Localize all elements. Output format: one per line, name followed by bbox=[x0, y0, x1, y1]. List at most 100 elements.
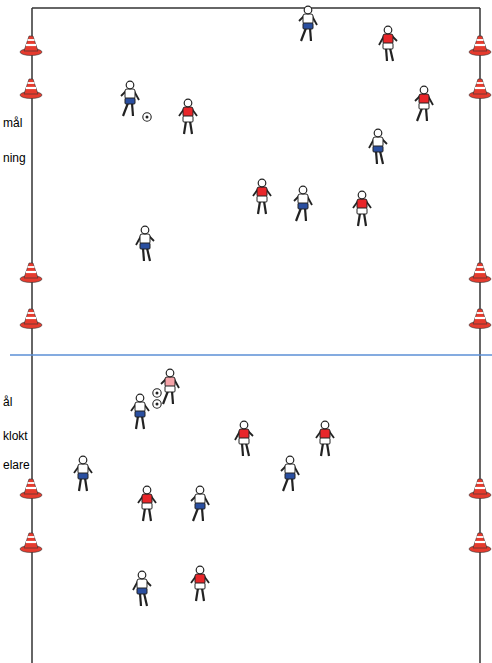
leg bbox=[132, 103, 133, 116]
leg bbox=[123, 103, 128, 116]
leg bbox=[258, 201, 260, 214]
cone-body bbox=[473, 36, 487, 51]
player bbox=[131, 394, 149, 429]
shorts bbox=[257, 196, 267, 202]
head bbox=[138, 571, 146, 579]
pitch-lines bbox=[32, 8, 480, 663]
shorts bbox=[298, 203, 308, 209]
cone bbox=[469, 79, 491, 99]
player bbox=[353, 191, 371, 226]
players bbox=[74, 6, 433, 606]
shorts bbox=[125, 98, 135, 104]
leg bbox=[202, 588, 204, 601]
leg bbox=[196, 588, 198, 601]
leg bbox=[144, 593, 147, 606]
player bbox=[379, 26, 397, 61]
cone-stripe bbox=[477, 39, 484, 41]
leg bbox=[305, 208, 306, 221]
leg bbox=[184, 121, 186, 134]
player bbox=[138, 486, 156, 521]
shorts bbox=[303, 23, 313, 29]
leg bbox=[386, 48, 387, 61]
cone-stripe bbox=[475, 271, 485, 273]
shorts bbox=[137, 588, 147, 594]
cone-stripe bbox=[28, 482, 35, 484]
head bbox=[143, 486, 151, 494]
leg bbox=[310, 28, 311, 41]
head bbox=[384, 26, 392, 34]
cone-body bbox=[24, 36, 38, 51]
cone bbox=[20, 263, 42, 283]
side-note: elare bbox=[2, 458, 31, 472]
cone-stripe bbox=[475, 487, 485, 489]
cone-stripe bbox=[475, 87, 485, 89]
head bbox=[196, 486, 204, 494]
ball bbox=[153, 389, 161, 397]
shorts bbox=[239, 438, 249, 444]
player bbox=[121, 81, 139, 116]
cone-stripe bbox=[477, 536, 484, 538]
leg bbox=[242, 443, 243, 456]
cone bbox=[469, 479, 491, 499]
cone bbox=[469, 533, 491, 553]
cone-stripe bbox=[26, 87, 36, 89]
half-line bbox=[10, 354, 492, 356]
leg bbox=[143, 248, 144, 261]
leg bbox=[390, 48, 393, 61]
shorts bbox=[140, 243, 150, 249]
cone-stripe bbox=[28, 312, 35, 314]
shorts bbox=[320, 438, 330, 444]
leg bbox=[136, 416, 138, 429]
head bbox=[196, 566, 204, 574]
head bbox=[420, 86, 428, 94]
leg bbox=[327, 443, 329, 456]
cone-stripe bbox=[26, 487, 36, 489]
cone-body bbox=[473, 533, 487, 548]
player bbox=[179, 99, 197, 134]
shorts bbox=[195, 503, 205, 509]
side-note: ål bbox=[2, 395, 13, 409]
leg bbox=[142, 416, 144, 429]
head bbox=[136, 394, 144, 402]
cone-stripe bbox=[477, 266, 484, 268]
cone-body bbox=[473, 263, 487, 278]
head bbox=[166, 369, 174, 377]
head bbox=[304, 6, 312, 14]
player bbox=[74, 456, 92, 491]
ball-outline bbox=[153, 400, 161, 408]
player bbox=[415, 86, 433, 121]
leg bbox=[301, 28, 306, 41]
cone-stripe bbox=[28, 82, 35, 84]
cone-stripe bbox=[475, 44, 485, 46]
cone bbox=[20, 36, 42, 56]
ball bbox=[153, 400, 161, 408]
leg bbox=[358, 213, 360, 226]
leg bbox=[246, 443, 249, 456]
leg bbox=[202, 508, 203, 521]
cone-stripe bbox=[26, 541, 36, 543]
cone-body bbox=[473, 309, 487, 324]
head bbox=[374, 129, 382, 137]
player bbox=[369, 129, 387, 164]
player bbox=[191, 486, 209, 521]
cone-stripe bbox=[26, 317, 36, 319]
leg bbox=[79, 478, 81, 491]
head bbox=[126, 81, 134, 89]
cone bbox=[20, 309, 42, 329]
leg bbox=[264, 201, 266, 214]
leg bbox=[417, 108, 422, 121]
shorts bbox=[373, 146, 383, 152]
shorts bbox=[419, 103, 429, 109]
shorts bbox=[165, 386, 175, 392]
shorts bbox=[142, 503, 152, 509]
head bbox=[358, 191, 366, 199]
cone bbox=[20, 79, 42, 99]
side-note: klokt bbox=[2, 429, 29, 443]
player bbox=[235, 421, 253, 456]
cone-stripe bbox=[28, 266, 35, 268]
cone-stripe bbox=[477, 82, 484, 84]
side-note: mål bbox=[2, 116, 23, 130]
shorts bbox=[383, 43, 393, 49]
leg bbox=[85, 478, 87, 491]
